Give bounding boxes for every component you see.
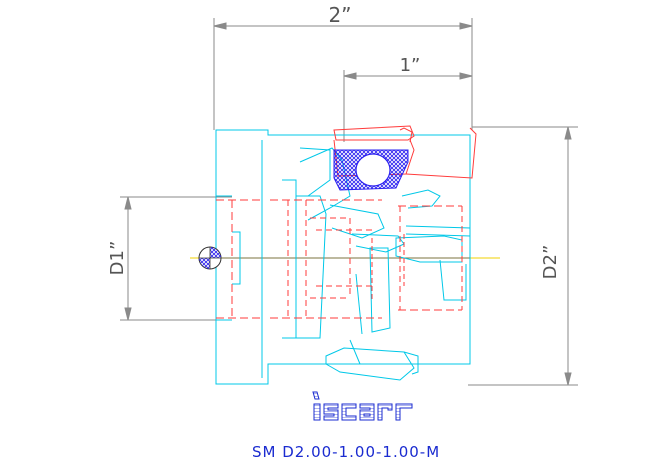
- part-code: SM D2.00-1.00-1.00-M: [252, 443, 440, 460]
- insert-length-label: 1”: [400, 55, 421, 76]
- center-mark: [198, 246, 222, 270]
- overall-length-label: 2”: [328, 3, 351, 27]
- insert-screw-hole: [355, 153, 391, 187]
- dimension-d1: [120, 196, 232, 321]
- dimension-overall-length: [213, 18, 473, 130]
- dimension-insert-length: [343, 70, 473, 142]
- dimension-d2: [468, 126, 578, 386]
- d1-label: D1”: [107, 241, 128, 276]
- logo-text: iscar: [0, 0, 3, 1]
- hidden-lines: [216, 199, 463, 319]
- d2-label: D2”: [540, 245, 561, 280]
- iscar-logo: [312, 391, 413, 421]
